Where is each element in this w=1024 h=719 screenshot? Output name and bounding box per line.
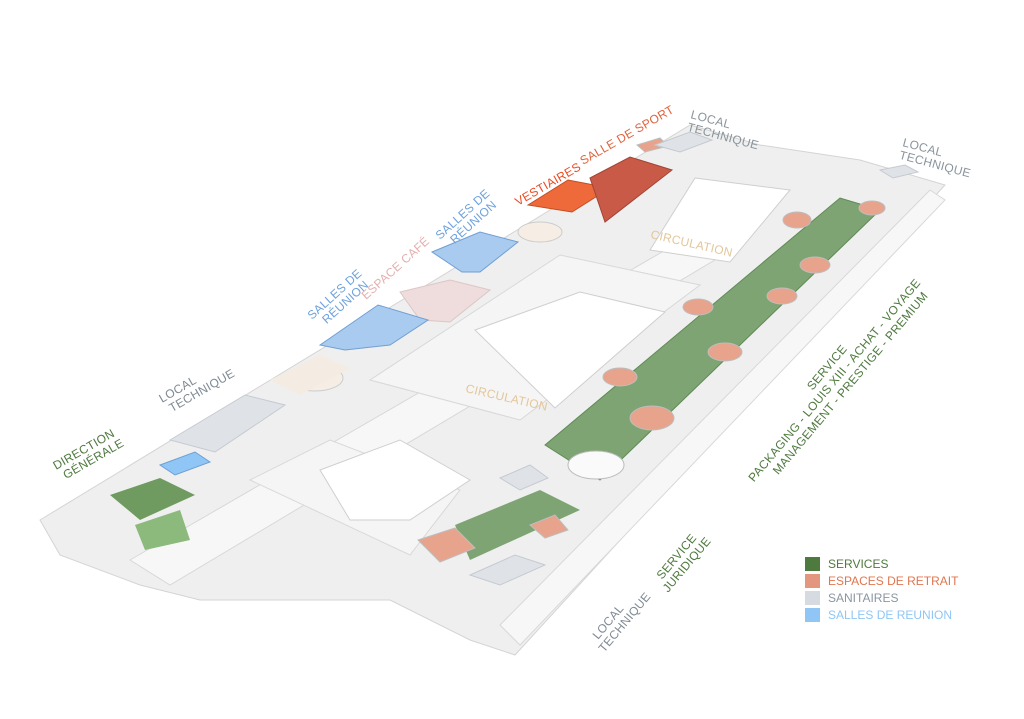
legend-label: SALLES DE REUNION <box>828 607 953 622</box>
local-technique-left-zone <box>168 394 287 453</box>
spiral-staircase-top <box>517 221 563 243</box>
retreat-pod <box>799 256 831 274</box>
services-zone-bottom <box>455 490 580 560</box>
legend-swatch <box>805 590 820 605</box>
sanitaires-mid <box>498 464 550 491</box>
cafe-floor <box>270 355 350 395</box>
services-zone-direction <box>110 478 195 520</box>
espace-cafe-zone <box>399 279 492 323</box>
salle-reunion-direction <box>158 451 212 476</box>
retreat-pod <box>707 342 743 362</box>
salles-reunion-zone-2 <box>318 304 430 351</box>
legend-label: SERVICES <box>828 556 889 571</box>
legend-swatch <box>805 573 820 588</box>
label-local-technique-bottom: LOCALTECHNIQUE <box>586 581 654 655</box>
legend: SERVICES ESPACES DE RETRAIT SANITAIRES S… <box>805 555 958 623</box>
local-technique-top-zone <box>653 131 714 153</box>
retreat-room <box>529 514 569 539</box>
salle-de-sport-zone <box>589 156 674 223</box>
legend-swatch <box>805 607 820 622</box>
legend-item-sanitaires: SANITAIRES <box>805 589 958 606</box>
legend-item-services: SERVICES <box>805 555 958 572</box>
courtyard-bottom <box>319 439 471 521</box>
retreat-pod <box>766 287 798 305</box>
spiral-staircase <box>567 450 625 480</box>
retreat-pod <box>629 405 675 431</box>
roof-right-wing <box>499 189 946 646</box>
legend-label: ESPACES DE RETRAIT <box>828 573 959 588</box>
courtyard-top <box>649 177 791 263</box>
salles-reunion-zone-1 <box>430 231 520 273</box>
retreat-pod <box>602 367 638 387</box>
legend-label: SANITAIRES <box>828 590 899 605</box>
services-zone-direction-2 <box>135 510 190 550</box>
local-technique-right-zone <box>878 164 920 179</box>
legend-item-retrait: ESPACES DE RETRAIT <box>805 572 958 589</box>
legend-swatch <box>805 556 820 571</box>
retreat-pod <box>782 211 812 229</box>
retreat-room <box>417 527 476 563</box>
courtyard-middle <box>474 291 667 409</box>
retreat-pods <box>417 137 886 563</box>
label-service-juridique: SERVICEJURIDIQUE <box>650 526 714 595</box>
local-technique-bottom-zone <box>468 554 547 586</box>
retreat-pod <box>682 298 714 316</box>
legend-item-reunion: SALLES DE REUNION <box>805 606 958 623</box>
retreat-pod <box>858 200 886 216</box>
